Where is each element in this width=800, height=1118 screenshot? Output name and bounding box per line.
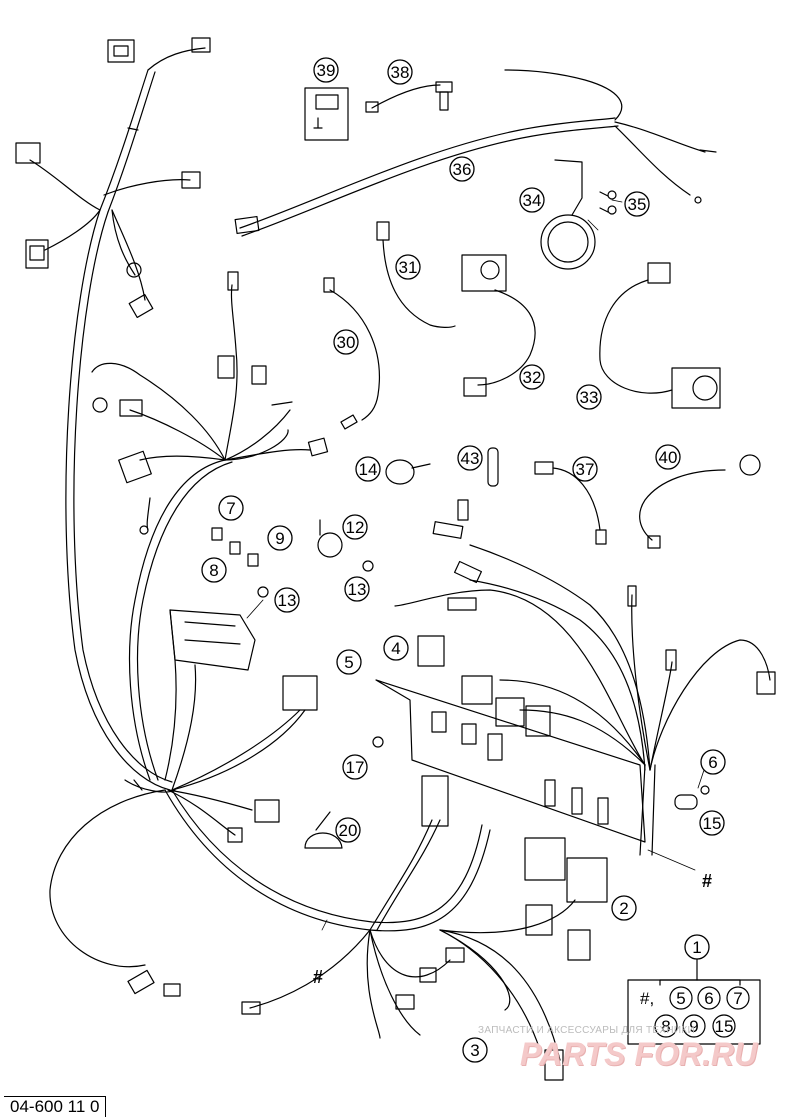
part-32-switch [461, 254, 536, 397]
dashboard-harness [91, 271, 329, 781]
watermark-subtitle: ЗАПЧАСТИ И АКСЕССУАРЫ ДЛЯ ТЕХНИКИ [478, 1025, 695, 1036]
callout-1: 1 [692, 938, 701, 957]
callout-14: 14 [359, 460, 378, 479]
parts-fuses [211, 527, 259, 567]
callout-43: 43 [461, 449, 480, 468]
hash-marker-right: # [702, 871, 712, 891]
part-13-screws [257, 560, 374, 598]
part-35-screws [607, 190, 617, 215]
right-branch-harness [394, 499, 776, 856]
fuse-box [164, 609, 256, 791]
legend-hash: #, [640, 989, 654, 1008]
part-39-switch [304, 87, 349, 141]
part-43-bracket [487, 447, 499, 487]
top-left-connectors [15, 37, 211, 319]
callout-37: 37 [576, 460, 595, 479]
drawing-code-label: 04-600 11 0 [4, 1096, 107, 1117]
part-20-tie [304, 811, 343, 849]
legend-item-6: 6 [704, 989, 713, 1008]
callout-33: 33 [580, 388, 599, 407]
watermark-logo: PARTS FOR.RU [520, 1036, 758, 1072]
callout-5: 5 [344, 653, 353, 672]
callout-2: 2 [619, 899, 628, 918]
lower-harness [49, 775, 591, 1081]
connector-block [171, 675, 318, 791]
callout-38: 38 [391, 63, 410, 82]
part-34-horn [540, 159, 609, 270]
callout-31: 31 [399, 258, 418, 277]
callout-13-b: 13 [278, 591, 297, 610]
callout-circles [201, 57, 726, 1063]
main-harness [29, 47, 206, 793]
part-12-clip [317, 519, 343, 558]
kit-legend: #, 5 6 7 8 9 15 [640, 986, 750, 1038]
callout-15: 15 [703, 814, 722, 833]
callout-17: 17 [346, 758, 365, 777]
part-30-cable [323, 277, 380, 430]
callout-8: 8 [209, 561, 218, 580]
part-5-plate [375, 679, 646, 843]
hash-marker-bottom: # [313, 967, 323, 987]
callout-35: 35 [628, 195, 647, 214]
callout-3: 3 [470, 1041, 479, 1060]
legend-item-9: 9 [689, 1017, 698, 1036]
headlight-harness [234, 69, 717, 237]
callout-30: 30 [337, 333, 356, 352]
callout-9: 9 [275, 529, 284, 548]
part-37-sensor [534, 461, 607, 545]
legend-item-5: 5 [676, 989, 685, 1008]
callout-12: 12 [346, 518, 365, 537]
part-6-clamp [674, 785, 710, 810]
legend-item-8: 8 [661, 1017, 670, 1036]
part-31-cable [376, 221, 456, 328]
callout-40: 40 [659, 448, 678, 467]
part-33-switch [599, 262, 721, 409]
part-40-sensor [639, 454, 761, 549]
part-17-screw [372, 736, 384, 748]
callout-7: 7 [226, 499, 235, 518]
callout-20: 20 [339, 821, 358, 840]
legend-item-7: 7 [733, 989, 742, 1008]
callout-39: 39 [317, 61, 336, 80]
callout-4: 4 [391, 639, 400, 658]
part-4-relay [417, 635, 445, 667]
leader-lines [246, 199, 705, 931]
callout-36: 36 [453, 160, 472, 179]
legend-item-15: 15 [715, 1017, 734, 1036]
callout-34: 34 [523, 191, 542, 210]
kit-legend-box [627, 957, 761, 1045]
callout-numbers: 1 2 3 4 5 6 7 8 9 12 13 13 14 15 17 20 3… [209, 61, 721, 1060]
part-38-sensor [365, 81, 453, 113]
part-2-relays [524, 837, 608, 903]
part-14-tie [385, 459, 431, 485]
callout-6: 6 [708, 753, 717, 772]
callout-13-a: 13 [348, 580, 367, 599]
callout-32: 32 [523, 368, 542, 387]
